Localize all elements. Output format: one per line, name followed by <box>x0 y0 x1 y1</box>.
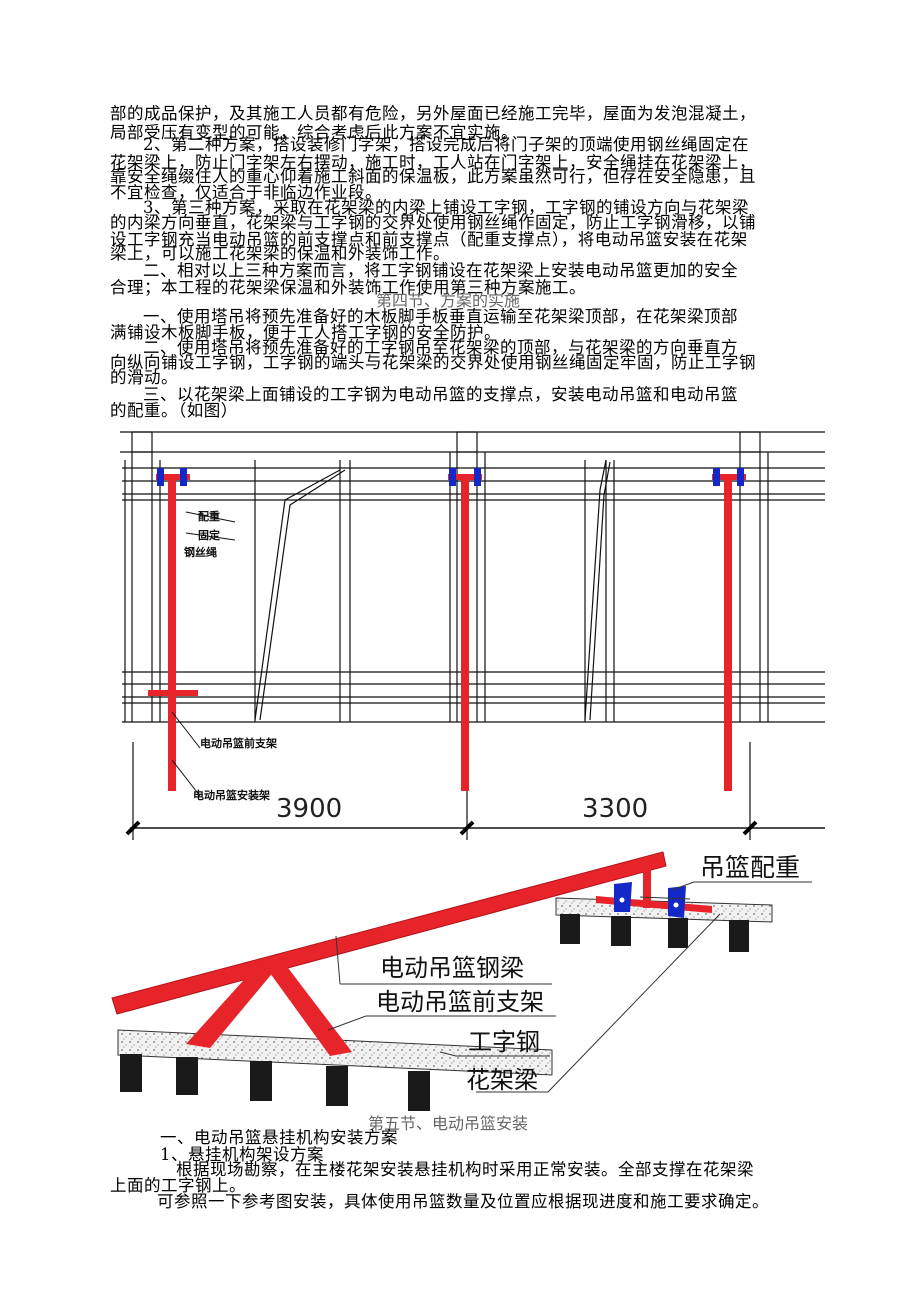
paragraph-line: 2、第二种方案，搭设装修门字架，搭设完成后将门子架的顶端使用钢丝绳固定在 <box>143 135 749 154</box>
section-heading-4: 第四节、方案的实施 <box>376 291 521 310</box>
bottom-paragraph: 根据现场勘察，在主楼花架安装悬挂机构时采用正常安装。全部支撑在花架梁 <box>176 1160 754 1179</box>
paragraph-line: 合理；本工程的花架梁保温和外装饰工作使用第三种方案施工。 <box>110 278 586 297</box>
label-counterweight: 吊篮配重 <box>700 853 800 882</box>
paragraph-line: 设工字钢充当电动吊篮的前支撑点和前支撑点（配重支撑点），将电动吊篮安装在花架 <box>110 230 748 249</box>
paragraph-line: 3、第三种方案，采取在花架梁的内梁上铺设工字钢，工字钢的铺设方向与花架梁 <box>143 198 749 217</box>
section-heading-5: 第五节、电动吊篮安装 <box>368 1114 529 1133</box>
paragraph-line: 靠安全绳缀住人的重心仰着施工斜面的保温板，此方案虽然可行，但存在安全隐患，且 <box>110 167 756 186</box>
bottom-paragraph: 可参照一下参考图安装，具体使用吊篮数量及位置应根据现进度和施工要求确定。 <box>157 1192 769 1211</box>
paragraph-line: 梁上，可以施工花架梁的保温和外装饰工作。 <box>110 244 450 263</box>
paragraph-line: 向纵向铺设工字钢，工字钢的端头与花架梁的交界处使用钢丝绳固定牢固，防止工字钢 <box>110 353 756 372</box>
paragraph-line: 一、使用塔吊将预先准备好的木板脚手板垂直运输至花架梁顶部，在花架梁顶部 <box>143 307 738 326</box>
label-i-beam: 工字钢 <box>468 1028 540 1056</box>
paragraph-line: 的滑动。 <box>110 368 178 387</box>
paragraph-line: 花架梁上，防止门字架左右摆动，施工时，工人站在门字架上，安全绳挂在花架梁上， <box>110 153 756 172</box>
paragraph-line: 二、相对以上三种方案而言，将工字钢铺设在花架梁上安装电动吊篮更加的安全 <box>143 261 738 280</box>
label-flower-beam: 花架梁 <box>466 1066 538 1094</box>
plan-drawing: 配重 固定 钢丝绳 电动吊篮前支架 电动吊篮安装架 3900 3300 <box>120 431 825 840</box>
plan-label-front-frame: 电动吊篮前支架 <box>200 736 277 750</box>
paragraph-line: 部的成品保护，及其施工人员都有危险，另外屋面已经施工完毕，屋面为发泡混凝土， <box>110 104 756 123</box>
paragraph-line: 的内梁方向垂直，花架梁与工字钢的交界处使用钢丝绳作固定，防止工字钢滑移，以铺 <box>110 213 756 232</box>
paragraph-line: 满铺设木板脚手板，便于工人搭工字钢的安全防护。 <box>110 323 501 342</box>
dimension-3900: 3900 <box>276 794 342 824</box>
bottom-subheading: 1、悬挂机构架设方案 <box>160 1145 324 1164</box>
paragraph-line: 的配重。（如图） <box>110 401 238 420</box>
plan-label-wire: 钢丝绳 <box>184 545 217 559</box>
plan-label-fix: 固定 <box>198 528 220 542</box>
paragraph-line: 三、以花架梁上面铺设的工字钢为电动吊篮的支撑点，安装电动吊篮和电动吊篮 <box>143 385 738 404</box>
bottom-paragraph: 上面的工字钢上。 <box>110 1176 246 1195</box>
label-front-frame: 电动吊篮前支架 <box>376 988 544 1016</box>
dimension-3300: 3300 <box>582 794 648 824</box>
label-steel-beam: 电动吊篮钢梁 <box>380 954 524 982</box>
bottom-heading: 一、电动吊篮悬挂机构安装方案 <box>160 1128 398 1147</box>
paragraph-line: 不宜检查，仅适合于非临边作业段。 <box>110 183 382 202</box>
paragraph-line: 局部受压有变型的可能，综合考虑后此方案不宜实施。 <box>110 123 518 142</box>
paragraph-line: 二、使用塔吊将预先准备好的工字钢吊至花架梁的顶部，与花架梁的方向垂直方 <box>143 338 738 357</box>
plan-label-install-frame: 电动吊篮安装架 <box>193 788 270 802</box>
plan-label-counterweight: 配重 <box>198 509 220 523</box>
